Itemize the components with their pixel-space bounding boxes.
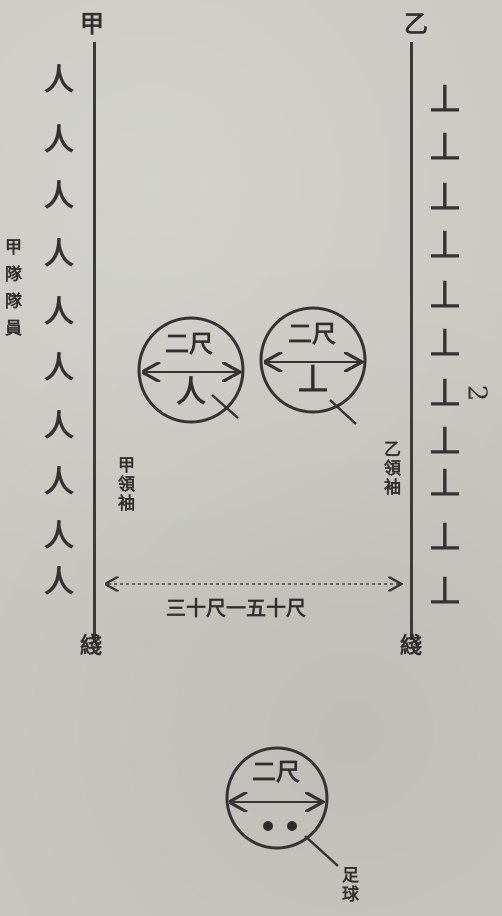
team-b-line xyxy=(410,42,413,640)
team-a-player: 人 xyxy=(44,123,74,158)
team-b-player: 丄 xyxy=(430,83,460,118)
team-b-player: 丄 xyxy=(430,377,460,412)
captain-a-label: 甲領袖 xyxy=(114,456,134,513)
team-b-player: 丄 xyxy=(430,521,460,556)
captain-b-label: 乙領袖 xyxy=(380,440,400,497)
team-b-player: 丄 xyxy=(430,131,460,166)
ball-radius-label: 二尺 xyxy=(252,758,300,786)
team-b-line-label: 綫 xyxy=(400,634,423,659)
ball-circle xyxy=(225,746,329,850)
team-a-header: 甲 xyxy=(80,10,104,38)
ball-dot xyxy=(287,821,297,831)
captain-a-radius-label: 二尺 xyxy=(165,330,213,358)
ball-label: 足球 xyxy=(338,866,358,904)
captain-b-pointer xyxy=(329,399,357,425)
team-b-player: 丄 xyxy=(430,467,460,502)
team-a-player: 人 xyxy=(44,519,74,554)
captain-b-symbol: 丄 xyxy=(298,363,328,398)
team-a-player: 人 xyxy=(44,465,74,500)
captain-a-circle xyxy=(137,316,245,424)
ball-pointer xyxy=(304,835,339,867)
team-a-line xyxy=(93,42,96,640)
team-a-player: 人 xyxy=(44,295,74,330)
captain-b-circle xyxy=(259,306,367,414)
team-b-player: 丄 xyxy=(430,575,460,610)
captain-b-radius-label: 二尺 xyxy=(288,320,336,348)
team-b-player: 丄 xyxy=(430,425,460,460)
ball-dot xyxy=(263,821,273,831)
captain-a-symbol: 人 xyxy=(176,375,206,410)
team-b-player: 丄 xyxy=(430,229,460,264)
team-a-line-label: 綫 xyxy=(80,634,103,659)
team-b-player: 丄 xyxy=(430,181,460,216)
team-b-header: 乙 xyxy=(404,10,428,38)
team-a-player: 人 xyxy=(44,351,74,386)
captain-a-pointer xyxy=(211,394,239,419)
team-b-player: 丄 xyxy=(430,327,460,362)
team-a-player: 人 xyxy=(44,63,74,98)
team-a-player: 人 xyxy=(44,409,74,444)
team-a-player: 人 xyxy=(44,565,74,600)
team-a-player: 人 xyxy=(44,237,74,272)
team-b-player: 丄 xyxy=(430,279,460,314)
distance-label: 三十尺一五十尺 xyxy=(166,596,306,620)
team-a-player: 人 xyxy=(44,179,74,214)
team-a-label: 甲隊隊員 xyxy=(1,238,21,346)
